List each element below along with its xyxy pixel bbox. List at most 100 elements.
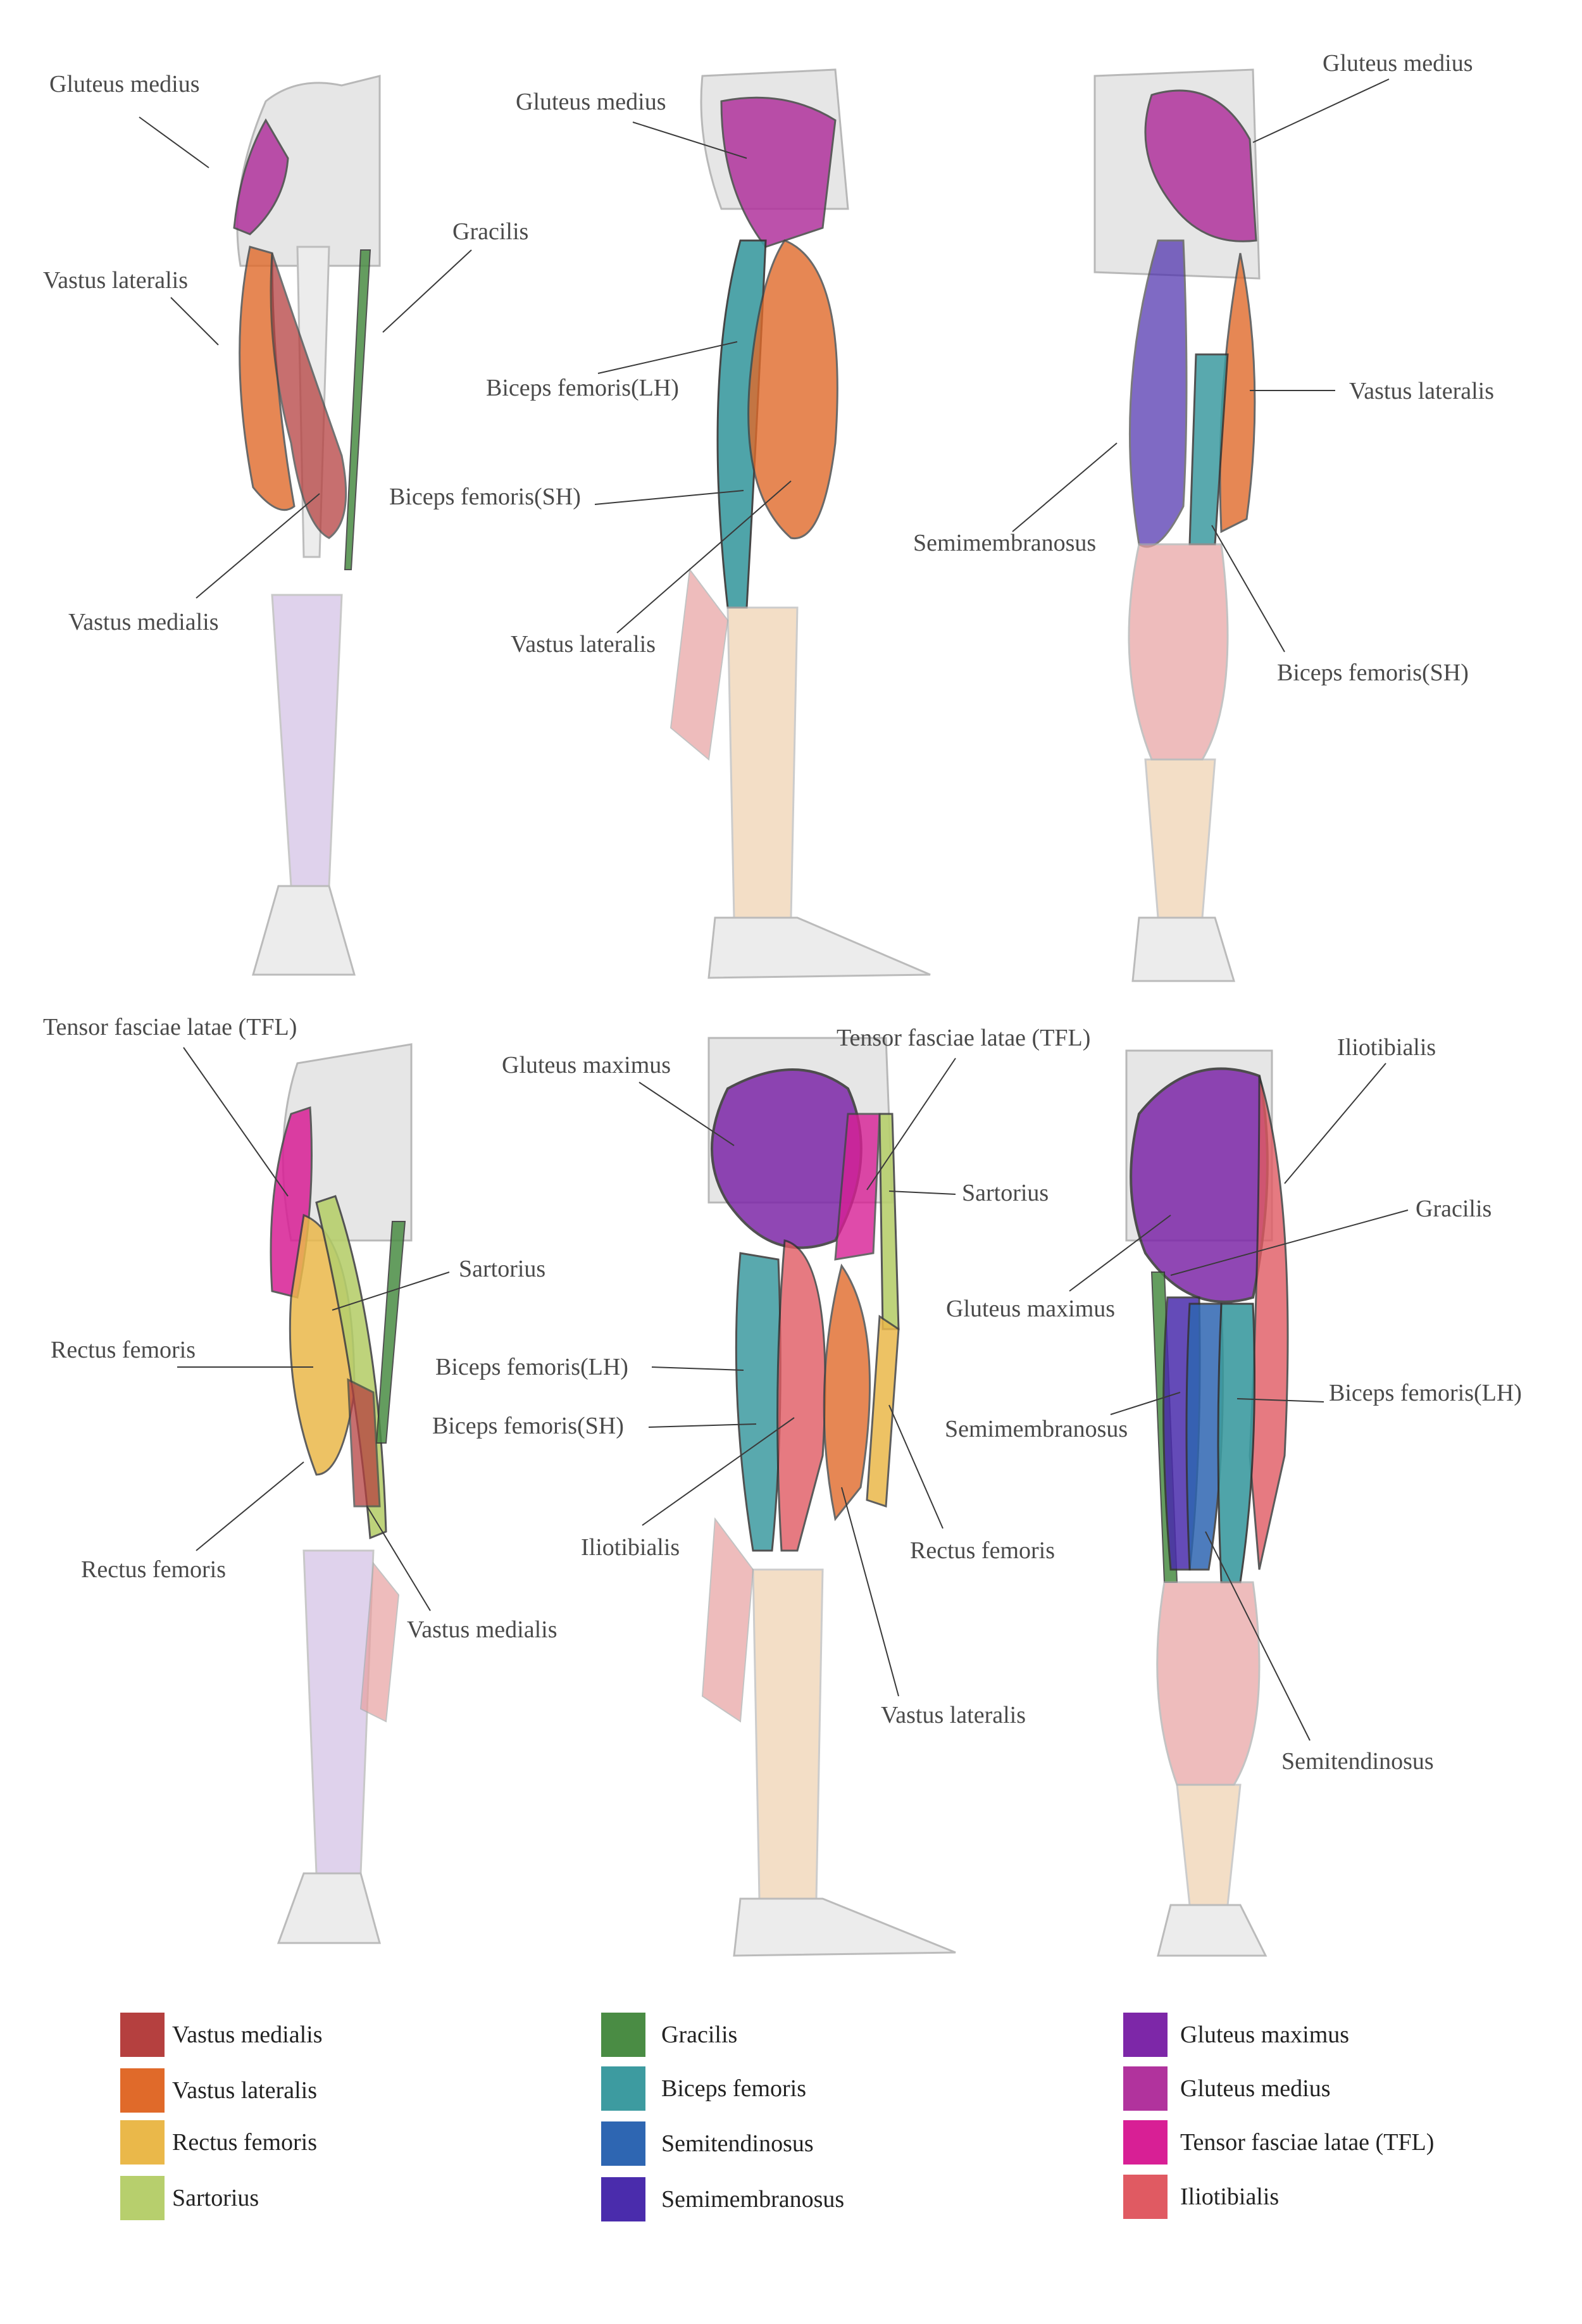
legend-item-semimembranosus: Semimembranosus (601, 2177, 844, 2221)
label-p1-vastus-lateralis: Vastus lateralis (43, 267, 188, 294)
panel-6-labels: Iliotibialis Gracilis Gluteus maximus Se… (945, 1034, 1522, 1775)
calf-muscle (1128, 543, 1229, 761)
foot (277, 1872, 381, 1944)
biceps-femoris-muscle (1217, 1303, 1255, 1584)
legend-label: Vastus medialis (172, 2021, 323, 2048)
biceps-femoris-muscle (735, 1252, 782, 1552)
gluteus-maximus-muscle (711, 1068, 863, 1249)
vastus-lateralis-muscle (747, 239, 838, 540)
legend-swatch (601, 2013, 645, 2057)
panel-3-labels: Gluteus medius Vastus lateralis Semimemb… (913, 50, 1494, 686)
lower-leg (1144, 758, 1216, 919)
label-p2-biceps-femoris-lh: Biceps femoris(LH) (486, 375, 679, 401)
label-p5-biceps-femoris-sh: Biceps femoris(SH) (432, 1413, 624, 1439)
label-p4-vastus-medialis: Vastus medialis (407, 1616, 557, 1643)
foot (1131, 916, 1236, 982)
lower-leg (271, 594, 343, 887)
label-p6-iliotibialis: Iliotibialis (1337, 1034, 1436, 1061)
label-p4-rectus-femoris-2: Rectus femoris (81, 1556, 226, 1583)
panel-5-labels: Gluteus maximus Tensor fasciae latae (TF… (432, 1025, 1090, 1728)
legend-item-tfl: Tensor fasciae latae (TFL) (1123, 2120, 1434, 2165)
legend-label: Tensor fasciae latae (TFL) (1180, 2129, 1435, 2156)
legend-swatch (1123, 2013, 1168, 2057)
label-p5-tfl: Tensor fasciae latae (TFL) (837, 1025, 1090, 1051)
label-p6-gluteus-maximus: Gluteus maximus (946, 1296, 1115, 1322)
semimembranosus-muscle (1128, 239, 1188, 548)
iliotibialis-muscle (1249, 1075, 1289, 1570)
legend-item-vastus-medialis: Vastus medialis (120, 2013, 322, 2057)
iliotibialis-muscle (776, 1239, 826, 1552)
label-p3-semimembranosus: Semimembranosus (913, 530, 1096, 556)
legend-item-vastus-lateralis: Vastus lateralis (120, 2068, 317, 2113)
legend-label: Gluteus maximus (1180, 2021, 1350, 2048)
label-p4-tfl: Tensor fasciae latae (TFL) (43, 1014, 297, 1040)
panel-4-leg (270, 1043, 413, 1944)
legend-swatch (120, 2120, 165, 2165)
vastus-lateralis-muscle (823, 1263, 871, 1521)
label-p5-sartorius: Sartorius (962, 1180, 1049, 1206)
gracilis-muscle (375, 1221, 406, 1444)
vastus-medialis-muscle (347, 1378, 381, 1508)
panel-5-leg (701, 1037, 956, 1957)
label-p3-biceps-femoris-sh: Biceps femoris(SH) (1277, 659, 1469, 686)
legend-item-semitendinosus: Semitendinosus (601, 2121, 814, 2166)
lower-leg (1176, 1784, 1242, 1906)
vastus-medialis-muscle (270, 253, 347, 539)
foot (733, 1897, 956, 1957)
vastus-lateralis-muscle (1219, 253, 1256, 534)
foot (1157, 1904, 1267, 1957)
label-p6-biceps-femoris-lh: Biceps femoris(LH) (1329, 1380, 1522, 1406)
legend-swatch (601, 2177, 645, 2221)
gracilis-muscle (344, 249, 371, 570)
tfl-muscle (834, 1113, 881, 1261)
label-p5-iliotibialis: Iliotibialis (581, 1534, 680, 1561)
legend-swatch (120, 2068, 165, 2113)
legend-swatch (1123, 2120, 1168, 2165)
calf-muscle (701, 1517, 754, 1723)
legend-label: Sartorius (172, 2185, 259, 2211)
label-p6-semitendinosus: Semitendinosus (1281, 1748, 1434, 1775)
label-p2-gluteus-medius: Gluteus medius (516, 89, 666, 115)
legend-swatch (120, 2013, 165, 2057)
calf-muscle (670, 568, 729, 761)
legend-label: Biceps femoris (661, 2075, 807, 2102)
label-p3-vastus-lateralis: Vastus lateralis (1349, 378, 1494, 404)
legend-label: Vastus lateralis (172, 2077, 318, 2104)
legend-item-gluteus-maximus: Gluteus maximus (1123, 2013, 1349, 2057)
panel-1-labels: Gluteus medius Vastus lateralis Gracilis… (43, 71, 528, 635)
legend-label: Semitendinosus (661, 2130, 814, 2157)
label-p6-gracilis: Gracilis (1416, 1196, 1492, 1222)
label-p5-vastus-lateralis: Vastus lateralis (881, 1702, 1026, 1728)
calf-muscle (1156, 1581, 1261, 1786)
legend-label: Iliotibialis (1180, 2183, 1280, 2210)
label-p3-gluteus-medius: Gluteus medius (1323, 50, 1473, 77)
label-p1-gluteus-medius: Gluteus medius (49, 71, 199, 97)
label-p2-biceps-femoris-sh: Biceps femoris(SH) (389, 484, 581, 510)
legend-item-biceps-femoris: Biceps femoris (601, 2066, 806, 2111)
legend-swatch (601, 2066, 645, 2111)
legend-swatch (1123, 2066, 1168, 2111)
legend-label: Rectus femoris (172, 2129, 318, 2156)
label-p5-biceps-femoris-lh: Biceps femoris(LH) (435, 1354, 628, 1380)
panel-4-labels: Tensor fasciae latae (TFL) Sartorius Rec… (43, 1014, 557, 1643)
gluteus-medius-muscle (233, 118, 289, 235)
panel-3-leg (1093, 68, 1261, 982)
legend-label: Semimembranosus (661, 2186, 845, 2213)
panel-6-leg (1125, 1049, 1289, 1957)
calf-muscle (359, 1561, 400, 1723)
pelvis-bone (236, 75, 381, 267)
legend-item-rectus-femoris: Rectus femoris (120, 2120, 317, 2165)
label-p4-rectus-femoris-1: Rectus femoris (51, 1337, 196, 1363)
label-p5-gluteus-maximus: Gluteus maximus (502, 1052, 671, 1078)
legend-swatch (120, 2176, 165, 2220)
panel-1-leg (233, 75, 381, 976)
label-p2-vastus-lateralis: Vastus lateralis (511, 631, 656, 658)
lower-leg (302, 1549, 375, 1875)
label-p5-rectus-femoris: Rectus femoris (910, 1537, 1055, 1564)
foot (252, 885, 356, 976)
legend-item-gracilis: Gracilis (601, 2013, 737, 2057)
gluteus-medius-muscle (720, 96, 837, 248)
legend-item-sartorius: Sartorius (120, 2176, 259, 2220)
label-p1-vastus-medialis: Vastus medialis (68, 609, 218, 635)
